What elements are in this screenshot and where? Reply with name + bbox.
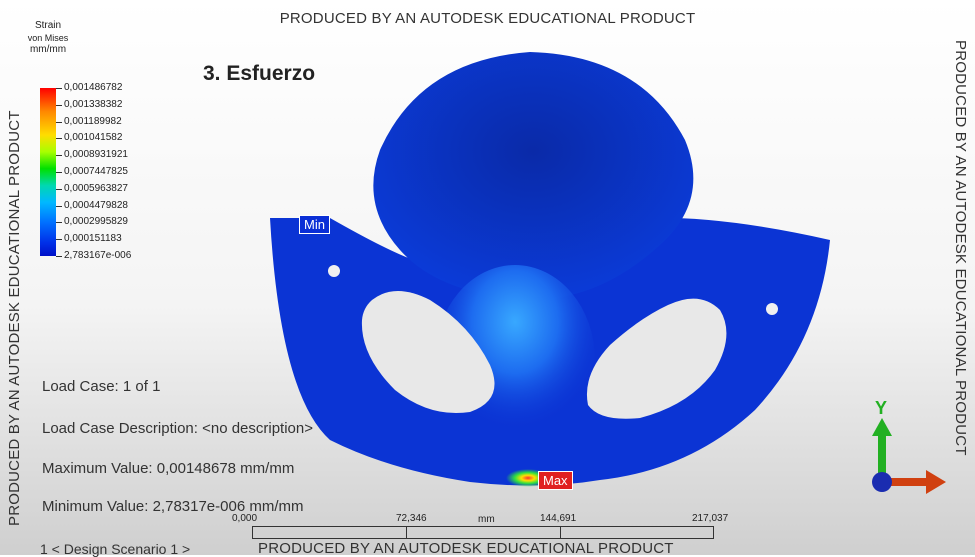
- x-axis-arrow: [882, 470, 946, 494]
- scale-label-3: 217,037: [692, 513, 729, 524]
- slot-right: [586, 298, 727, 419]
- watermark-top: PRODUCED BY AN AUTODESK EDUCATIONAL PROD…: [279, 10, 696, 27]
- legend-tick-mark: [56, 222, 62, 224]
- min-marker: Min: [299, 215, 330, 234]
- legend-tick-mark: [56, 138, 62, 140]
- legend-tick-label: 2,783167e-006: [64, 250, 132, 261]
- legend-tick-label: 0,0005963827: [64, 182, 128, 194]
- scale-label-0: 0,000: [232, 513, 258, 524]
- hole-right: [766, 303, 778, 315]
- y-axis-label: Y: [875, 398, 887, 418]
- minimum-value: Minimum Value: 2,78317e-006 mm/mm: [42, 498, 304, 515]
- axis-triad-icon[interactable]: Y: [860, 398, 960, 498]
- watermark-bottom: PRODUCED BY AN AUTODESK EDUCATIONAL PROD…: [258, 540, 674, 557]
- legend-tick-label: 0,001189982: [64, 115, 122, 127]
- legend-title-line1: Strain: [34, 20, 62, 31]
- scale-unit: mm: [478, 514, 495, 525]
- scale-divider-1: [406, 527, 407, 538]
- legend-tick-label: 0,001486782: [64, 82, 123, 93]
- load-case-description: Load Case Description: <no description>: [42, 420, 313, 437]
- legend-tick-label: 0,0008931921: [64, 149, 128, 161]
- legend-tick-mark: [56, 88, 62, 89]
- legend-title: Strain von Mises mm/mm: [18, 20, 78, 56]
- load-case-label: Load Case: 1 of 1: [42, 378, 161, 395]
- max-marker: Max: [538, 471, 573, 490]
- legend-tick-mark: [56, 121, 62, 123]
- z-axis-origin: [872, 472, 892, 492]
- legend-tick-mark: [56, 155, 62, 157]
- legend-tick-label: 0,001338382: [64, 98, 123, 110]
- hole-left: [328, 265, 340, 277]
- legend-units: mm/mm: [29, 44, 67, 55]
- legend-tick-label: 0,000151183: [64, 233, 122, 245]
- legend-tick-mark: [56, 172, 62, 173]
- legend-colorbar: [40, 88, 56, 256]
- legend-tick-mark: [56, 188, 62, 190]
- legend-tick-mark: [56, 256, 62, 257]
- legend-title-line2: von Mises: [27, 33, 69, 43]
- part-dome: [373, 52, 694, 300]
- legend-tick-mark: [56, 205, 62, 207]
- scale-label-2: 144,691: [540, 513, 577, 524]
- legend-tick-label: 0,0002995829: [64, 216, 128, 228]
- legend-tick-label: 0,0007447825: [64, 166, 128, 177]
- legend-tick-label: 0,001041582: [64, 132, 123, 144]
- scale-divider-2: [560, 527, 561, 538]
- scale-label-1: 72,346: [396, 513, 427, 524]
- legend-tick-mark: [56, 239, 62, 241]
- slot-left: [361, 291, 495, 414]
- legend-tick-mark: [56, 104, 62, 106]
- design-scenario-label[interactable]: 1 < Design Scenario 1 >: [40, 541, 191, 557]
- part-model[interactable]: [270, 52, 830, 487]
- legend-tick-label: 0,0004479828: [64, 199, 128, 211]
- maximum-value: Maximum Value: 0,00148678 mm/mm: [42, 460, 295, 477]
- scale-bar: [252, 526, 714, 539]
- slide-title: 3. Esfuerzo: [203, 62, 316, 85]
- y-axis-arrow: [872, 418, 892, 484]
